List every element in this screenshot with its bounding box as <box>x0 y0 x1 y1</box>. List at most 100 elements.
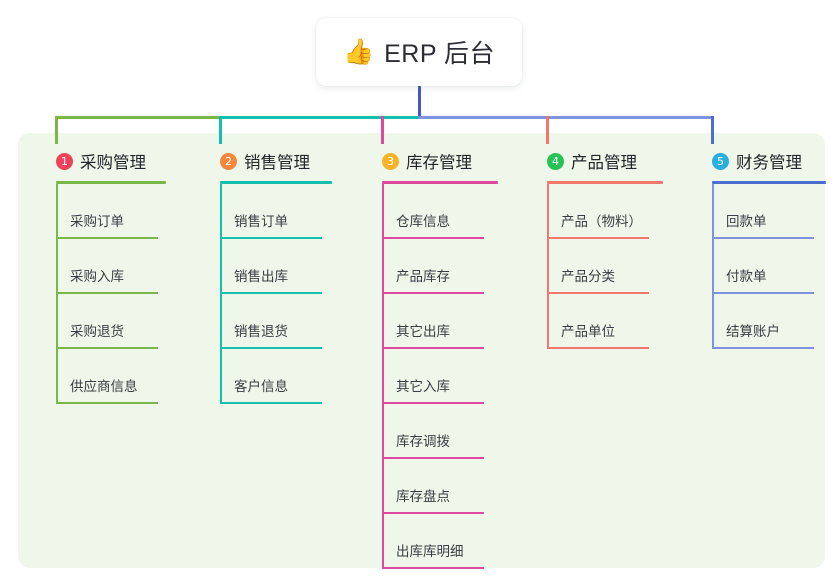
item-label: 供应商信息 <box>70 379 138 394</box>
root-node-erp-backend[interactable]: 👍 ERP 后台 <box>316 18 522 86</box>
item-underline <box>547 292 649 294</box>
drop-line-1 <box>54 116 58 144</box>
item-label: 付款单 <box>726 269 767 284</box>
branch-item[interactable]: 销售出库 <box>200 239 380 294</box>
drop-line-5 <box>710 116 714 144</box>
branch-item[interactable]: 产品（物料） <box>527 184 707 239</box>
item-stem-line <box>547 294 549 349</box>
item-label: 库存盘点 <box>396 489 450 504</box>
item-stem-line <box>56 349 58 404</box>
item-underline <box>547 347 649 349</box>
item-underline <box>712 347 814 349</box>
item-underline <box>382 512 484 514</box>
item-label: 仓库信息 <box>396 214 450 229</box>
branch-item[interactable]: 采购入库 <box>36 239 216 294</box>
drop-line-3 <box>380 116 384 144</box>
branch-item[interactable]: 销售退货 <box>200 294 380 349</box>
item-stem-line <box>382 404 384 459</box>
branch-item[interactable]: 付款单 <box>692 239 839 294</box>
item-label: 采购入库 <box>70 269 124 284</box>
item-label: 产品（物料） <box>561 214 642 229</box>
branch-item[interactable]: 结算账户 <box>692 294 839 349</box>
branch-item[interactable]: 产品分类 <box>527 239 707 294</box>
branch-item[interactable]: 采购退货 <box>36 294 216 349</box>
branch-title-5: 财务管理 <box>736 154 802 172</box>
item-label: 产品分类 <box>561 269 615 284</box>
item-underline <box>220 237 322 239</box>
item-label: 产品库存 <box>396 269 450 284</box>
item-underline <box>220 347 322 349</box>
item-label: 结算账户 <box>726 324 780 339</box>
item-stem-line <box>382 239 384 294</box>
branch-item[interactable]: 供应商信息 <box>36 349 216 404</box>
branch-item[interactable]: 回款单 <box>692 184 839 239</box>
root-node-title: ERP 后台 <box>384 40 496 68</box>
item-stem-line <box>712 239 714 294</box>
branch-item[interactable]: 仓库信息 <box>362 184 542 239</box>
item-stem-line <box>382 514 384 569</box>
item-underline <box>382 292 484 294</box>
item-stem-line <box>382 349 384 404</box>
item-underline <box>56 347 158 349</box>
item-label: 出库库明细 <box>396 544 464 559</box>
item-underline <box>382 567 484 569</box>
item-stem-line <box>56 239 58 294</box>
item-label: 采购退货 <box>70 324 124 339</box>
item-stem-line <box>56 294 58 349</box>
branch-number-badge-2: 2 <box>220 152 237 170</box>
branch-number-badge-1: 1 <box>56 152 73 170</box>
branch-item-list-4: 产品（物料） 产品分类产品单位 <box>527 184 707 349</box>
item-label: 其它入库 <box>396 379 450 394</box>
item-stem-line <box>382 459 384 514</box>
branch-rule-3 <box>382 181 498 184</box>
branch-title-3: 库存管理 <box>406 154 472 172</box>
item-label: 销售退货 <box>234 324 288 339</box>
branch-item-list-2: 销售订单销售出库销售退货客户信息 <box>200 184 380 404</box>
branch-item[interactable]: 出库库明细 <box>362 514 542 569</box>
branch-item[interactable]: 产品库存 <box>362 239 542 294</box>
drop-line-4 <box>545 116 549 144</box>
branch-number-badge-4: 4 <box>547 152 564 170</box>
branch-item[interactable]: 库存盘点 <box>362 459 542 514</box>
item-stem-line <box>547 239 549 294</box>
branch-item[interactable]: 客户信息 <box>200 349 380 404</box>
branch-item[interactable]: 库存调拨 <box>362 404 542 459</box>
item-stem-line <box>220 294 222 349</box>
branch-item[interactable]: 其它入库 <box>362 349 542 404</box>
branch-item[interactable]: 销售订单 <box>200 184 380 239</box>
item-label: 销售订单 <box>234 214 288 229</box>
item-underline <box>712 292 814 294</box>
item-underline <box>56 402 158 404</box>
item-label: 销售出库 <box>234 269 288 284</box>
branch-rule-4 <box>547 181 663 184</box>
item-label: 产品单位 <box>561 324 615 339</box>
item-underline <box>547 237 649 239</box>
branch-column-1: 1 采购管理采购订单采购入库采购退货供应商信息 <box>36 148 216 404</box>
item-label: 客户信息 <box>234 379 288 394</box>
item-stem-line <box>220 239 222 294</box>
thumbs-up-icon: 👍 <box>342 37 375 66</box>
branch-title-1: 采购管理 <box>80 154 146 172</box>
item-underline <box>382 237 484 239</box>
item-label: 库存调拨 <box>396 434 450 449</box>
branch-item[interactable]: 产品单位 <box>527 294 707 349</box>
branch-rule-5 <box>712 181 826 184</box>
branch-rule-1 <box>56 181 166 184</box>
branch-item[interactable]: 其它出库 <box>362 294 542 349</box>
branch-item[interactable]: 采购订单 <box>36 184 216 239</box>
branch-item-list-5: 回款单付款单结算账户 <box>692 184 839 349</box>
item-stem-line <box>547 184 549 239</box>
branch-rule-2 <box>220 181 332 184</box>
item-underline <box>382 402 484 404</box>
item-label: 回款单 <box>726 214 767 229</box>
item-stem-line <box>712 294 714 349</box>
branch-header-1[interactable]: 1 采购管理 <box>36 148 216 174</box>
